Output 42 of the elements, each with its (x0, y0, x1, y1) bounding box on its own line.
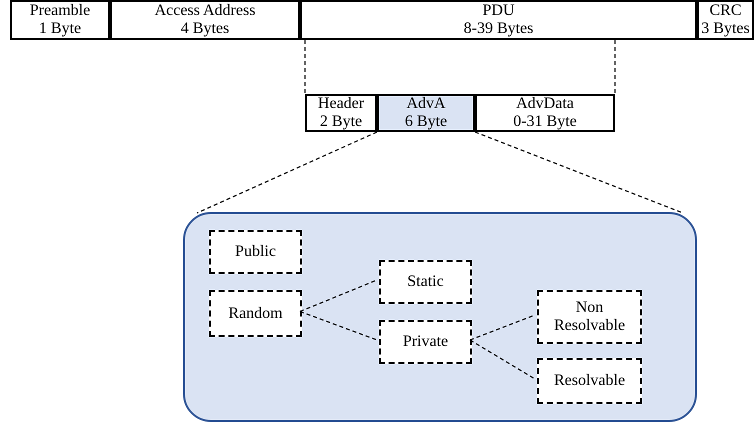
dashed-box (379, 260, 472, 304)
field-label: Non Resolvable (552, 299, 626, 335)
dashed-connector (300, 310, 378, 341)
dashed-box (209, 230, 302, 274)
field-label: AdvA (406, 95, 446, 113)
dashed-connector (300, 279, 378, 312)
field-box (377, 94, 475, 132)
dashed-connector (474, 131, 684, 214)
field-label: Public (235, 243, 276, 261)
dashed-connector (470, 339, 536, 380)
dashed-box (209, 290, 302, 337)
field-label: Random (228, 304, 283, 322)
field-label: 6 Byte (404, 113, 448, 131)
field-box (10, 0, 110, 40)
field-label: Header (318, 95, 364, 113)
address-type-panel (183, 212, 697, 422)
field-label: Resolvable (554, 372, 626, 390)
dashed-connector (614, 40, 616, 94)
field-label: 4 Bytes (180, 20, 230, 38)
field-box (475, 94, 615, 132)
field-label: AdvData (516, 95, 574, 113)
field-box (305, 94, 377, 132)
dashed-box (379, 320, 472, 364)
field-label: 0-31 Byte (513, 113, 577, 131)
dashed-connector (470, 314, 536, 341)
dashed-box (537, 290, 642, 344)
field-label: Private (402, 333, 448, 351)
field-box (697, 0, 754, 40)
field-box (110, 0, 300, 40)
field-label: 2 Byte (320, 113, 362, 131)
dashed-box (537, 358, 642, 404)
dashed-connector (196, 131, 378, 214)
field-label: Static (407, 273, 444, 291)
field-label: Preamble (30, 2, 90, 20)
field-label: PDU (482, 2, 514, 20)
field-label: Access Address (154, 2, 256, 20)
field-label: 3 Bytes (701, 20, 750, 38)
field-label: CRC (709, 2, 742, 20)
field-label: 1 Byte (38, 20, 82, 38)
field-label: 8-39 Bytes (464, 20, 534, 38)
field-box (300, 0, 697, 40)
dashed-connector (304, 40, 306, 94)
